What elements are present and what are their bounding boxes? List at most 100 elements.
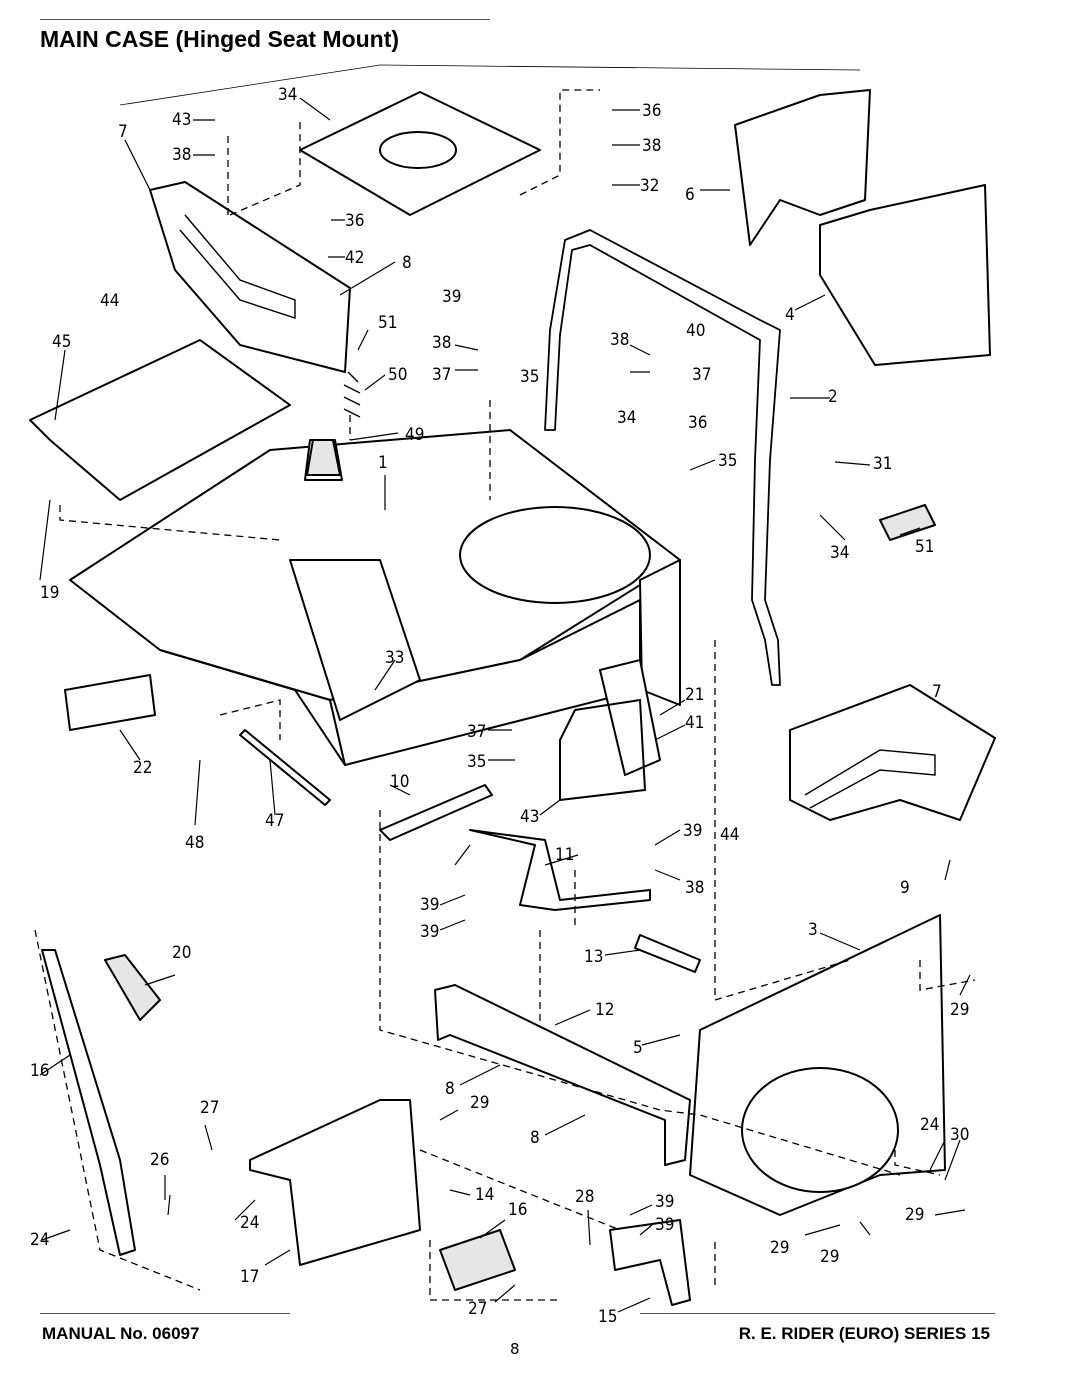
callout-label: 8 (402, 253, 412, 273)
pedal-shaft-15 (609, 1219, 691, 1306)
frame-line (119, 64, 861, 106)
callout-label: 9 (900, 878, 910, 898)
callout-label: 26 (150, 1150, 169, 1170)
align-line (34, 929, 201, 1291)
callout-label: 41 (685, 713, 704, 733)
callout-label: 10 (390, 772, 409, 792)
leader (328, 219, 345, 258)
leader (934, 1209, 966, 1216)
spring (343, 371, 361, 418)
callout-label: 29 (905, 1205, 924, 1225)
align-line (219, 699, 281, 740)
callout-label: 43 (172, 110, 191, 130)
callout-label: 39 (655, 1215, 674, 1235)
callout-label: 37 (467, 722, 486, 742)
seat-support-pan (29, 339, 291, 501)
leader (641, 1034, 681, 1046)
leader (617, 1297, 651, 1313)
align-line (379, 810, 901, 1176)
callout-label: 6 (685, 185, 695, 205)
rod-41 (559, 698, 647, 802)
callout-label: 15 (598, 1307, 617, 1327)
leader (654, 699, 686, 741)
rod-10 (379, 784, 493, 841)
callout-label: 38 (172, 145, 191, 165)
callout-label: 36 (688, 413, 707, 433)
rod-46 (239, 729, 331, 806)
leader (439, 1109, 471, 1196)
callout-label: 39 (442, 287, 461, 307)
leader (339, 261, 396, 296)
leader (119, 729, 141, 761)
callout-label: 3 (808, 920, 818, 940)
seat-bracket-right-slot (804, 749, 936, 809)
leader (804, 1221, 871, 1236)
leader (944, 859, 951, 881)
leader (794, 294, 826, 311)
callout-label: 24 (30, 1230, 49, 1250)
leader (54, 349, 66, 421)
callout-label: 38 (610, 330, 629, 350)
leader (929, 1139, 961, 1181)
align-line (919, 960, 976, 991)
manual-number: MANUAL No. 06097 (42, 1324, 200, 1343)
callout-label: 35 (467, 752, 486, 772)
callout-label: 5 (633, 1038, 643, 1058)
callout-label: 4 (785, 305, 795, 325)
case-opening (459, 506, 651, 604)
callout-label: 39 (420, 922, 439, 942)
adjuster-knob (879, 504, 936, 541)
callout-label: 36 (642, 101, 661, 121)
leader (488, 729, 515, 761)
callout-label: 29 (950, 1000, 969, 1020)
page-title: MAIN CASE (Hinged Seat Mount) (40, 26, 400, 52)
callout-label: 28 (575, 1187, 594, 1207)
callout-label: 13 (584, 947, 603, 967)
leader (234, 1199, 291, 1266)
leader (389, 784, 561, 866)
callout-label: 21 (685, 685, 704, 705)
callout-label: 14 (475, 1185, 494, 1205)
callout-label: 36 (345, 211, 364, 231)
leader (39, 1054, 71, 1076)
rubber-bumper (306, 439, 341, 476)
leader (144, 974, 176, 986)
leader (454, 344, 479, 371)
align-line (229, 120, 301, 216)
leader (164, 1124, 213, 1200)
pedal-bracket (249, 1099, 421, 1266)
align-line (714, 640, 851, 1001)
align-line (429, 1240, 560, 1301)
leader (544, 854, 579, 866)
callout-label: 48 (185, 833, 204, 853)
leader (374, 659, 396, 691)
callout-label: 29 (820, 1247, 839, 1267)
callout-label: 43 (520, 807, 539, 827)
callout-label: 44 (720, 825, 739, 845)
leader (439, 894, 466, 931)
leader (554, 1009, 591, 1026)
callout-label: 39 (420, 895, 439, 915)
leader (194, 759, 276, 826)
callout-label: 29 (470, 1093, 489, 1113)
callout-label: 22 (133, 758, 152, 778)
leader (299, 97, 331, 121)
callout-label: 47 (265, 811, 284, 831)
callout-label: 8 (530, 1128, 540, 1148)
linkage-21 (599, 659, 661, 776)
bracket-12 (434, 984, 691, 1166)
callout-label: 12 (595, 1000, 614, 1020)
callout-label: 35 (520, 367, 539, 387)
seat-bracket-right (789, 684, 996, 821)
callout-label: 35 (718, 451, 737, 471)
callout-label: 38 (642, 136, 661, 156)
callout-label: 7 (932, 682, 942, 702)
callout-label: 51 (378, 313, 397, 333)
seat-bracket-slot (179, 214, 296, 319)
callout-label: 29 (770, 1238, 789, 1258)
callout-label: 11 (555, 845, 574, 865)
callout-label: 39 (655, 1192, 674, 1212)
series-label: R. E. RIDER (EURO) SERIES 15 (738, 1324, 990, 1343)
main-case-right-wall (639, 559, 681, 706)
